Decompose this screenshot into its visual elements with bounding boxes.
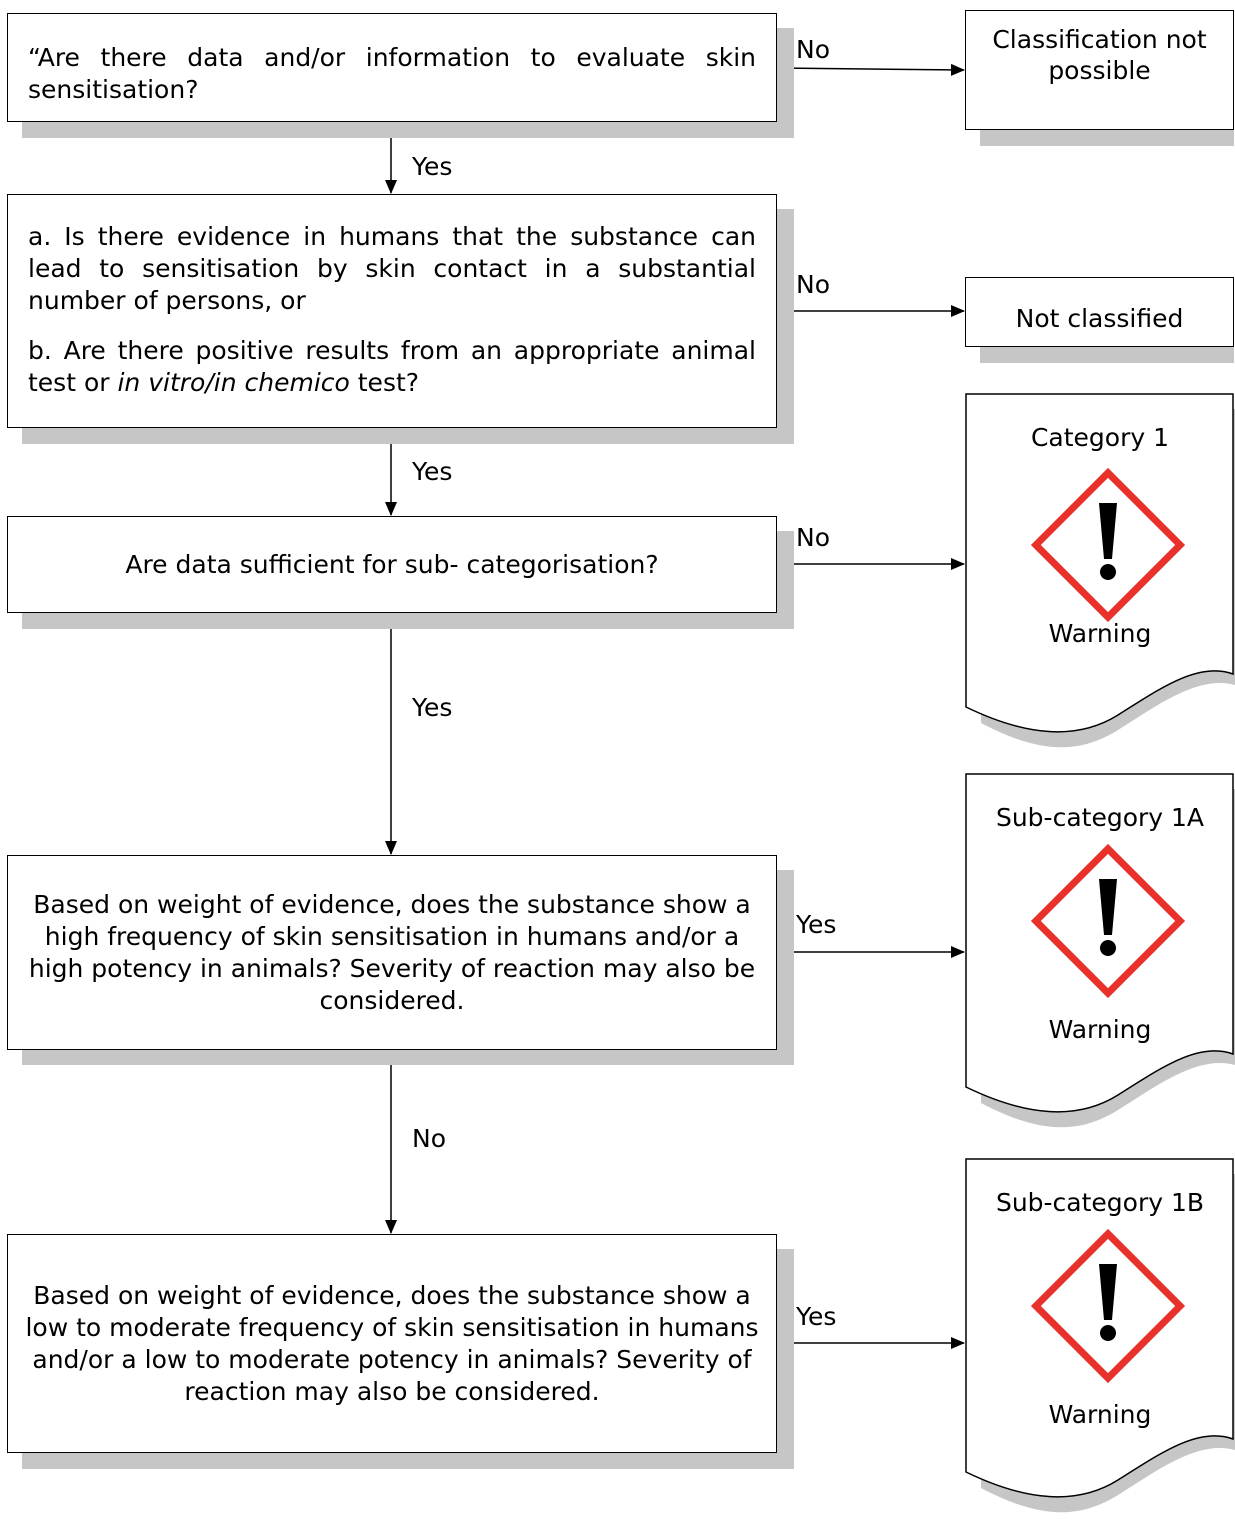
subcategory-1a-title: Sub-category 1A [995,803,1205,832]
question-subcategorisation: Are data sufficient for sub- categorisat… [7,516,777,613]
subcategory-1a-signal-word: Warning [1048,1015,1152,1044]
question-data-available-text: “Are there data and/or information to ev… [28,43,756,104]
exclamation-mark-hazard-icon [1030,1228,1186,1384]
label-no-q4: No [412,1124,446,1153]
subcategory-1b-title: Sub-category 1B [995,1188,1205,1217]
label-no-q2: No [796,270,830,299]
exclamation-mark-hazard-icon [1030,467,1186,623]
label-yes-q2: Yes [412,457,453,486]
exclamation-mark-hazard-icon [1030,843,1186,999]
outcome-classification-not-possible-text: Classification not possible [992,25,1207,85]
label-no-q3: No [796,523,830,552]
category-1-title: Category 1 [1030,423,1170,452]
label-yes-q3: Yes [412,693,453,722]
outcome-subcategory-1a: Sub-category 1A Warning [958,765,1235,1135]
label-yes-q4: Yes [796,910,837,939]
question-data-available: “Are there data and/or information to ev… [7,13,777,122]
outcome-not-classified-text: Not classified [1015,304,1184,333]
question-low-moderate-frequency-text: Based on weight of evidence, does the su… [25,1280,759,1406]
outcome-classification-not-possible: Classification not possible [965,10,1234,130]
label-yes-q1: Yes [412,152,453,181]
outcome-not-classified: Not classified [965,277,1234,347]
arrow-q1-not-possible [776,63,965,76]
question-evidence: a. Is there evidence in humans that the … [7,194,777,428]
question-evidence-a: a. Is there evidence in humans that the … [28,222,756,315]
label-no-q1: No [796,35,830,64]
question-low-moderate-frequency: Based on weight of evidence, does the su… [7,1234,777,1453]
question-subcategorisation-text: Are data sufficient for sub- categorisat… [125,549,659,579]
subcategory-1b-signal-word: Warning [1048,1400,1152,1429]
question-evidence-b: b. Are there positive results from an ap… [28,336,756,397]
question-high-frequency-text: Based on weight of evidence, does the su… [28,889,756,1015]
outcome-category-1: Category 1 Warning [958,385,1235,755]
label-yes-q5: Yes [796,1302,837,1331]
question-high-frequency: Based on weight of evidence, does the su… [7,855,777,1050]
category-1-signal-word: Warning [1048,619,1152,648]
outcome-subcategory-1b: Sub-category 1B Warning [958,1150,1235,1535]
